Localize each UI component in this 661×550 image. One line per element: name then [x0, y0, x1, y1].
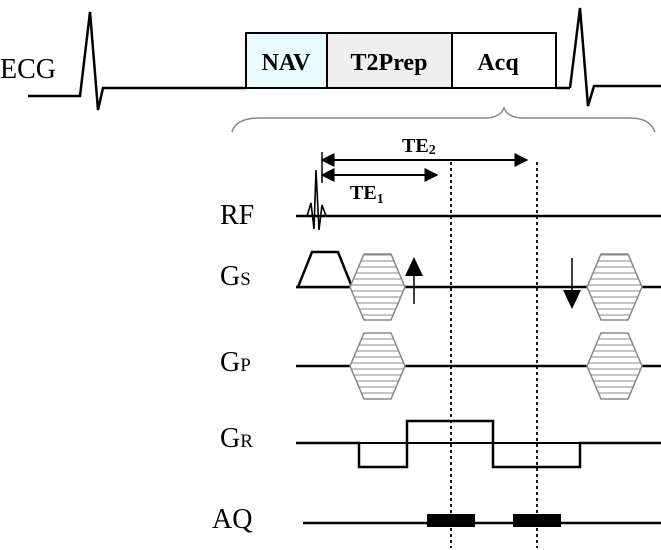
gs-up-arrowhead [405, 257, 423, 276]
acq-label: Acq [477, 50, 519, 76]
t2prep-label: T2Prep [351, 50, 428, 76]
aq-window-2 [513, 514, 561, 527]
rf-label: RF [220, 200, 254, 231]
gp-phase-encode-1 [349, 332, 406, 400]
gr-readout-waveform [296, 419, 661, 469]
gs-crusher-1 [349, 253, 406, 321]
ecg-label: ECG [0, 54, 56, 85]
t2prep-block [326, 32, 453, 89]
acq-block [451, 32, 557, 89]
gp-phase-encode-2 [586, 332, 643, 400]
aq-window-1 [427, 514, 475, 527]
te2-label: TE2 [402, 135, 436, 158]
ecg-trace-right [568, 7, 661, 107]
gs-label: GS [220, 261, 251, 292]
ecg-trace [28, 11, 246, 111]
aq-label: AQ [212, 504, 252, 535]
expansion-brace [231, 105, 656, 133]
rf-pulse [306, 169, 327, 231]
gs-slice-select-trapezoid [296, 250, 354, 289]
gr-label: GR [220, 423, 253, 454]
gs-crusher-2 [586, 253, 643, 321]
te1-label: TE1 [350, 182, 384, 207]
gp-label: GP [220, 347, 251, 378]
nav-label: NAV [262, 50, 312, 76]
gs-down-arrowhead [563, 290, 581, 309]
